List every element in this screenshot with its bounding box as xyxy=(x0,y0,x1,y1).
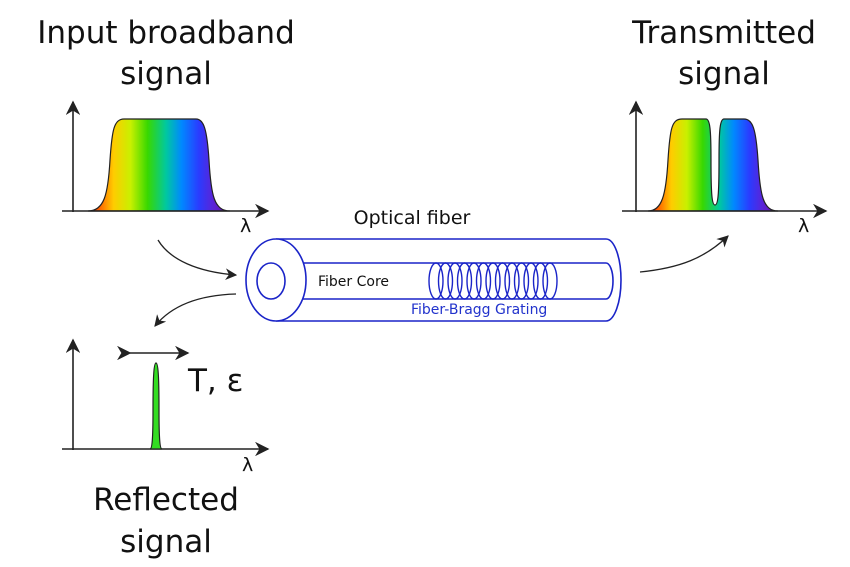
fiber-cladding xyxy=(276,238,622,322)
grating-ring xyxy=(466,262,482,300)
grating-ring xyxy=(475,262,492,300)
input-title-line2: signal xyxy=(120,56,212,92)
grating-ring xyxy=(428,262,444,300)
grating-ring xyxy=(504,262,520,300)
transmitted-axis-lambda: λ xyxy=(798,215,809,237)
fiber-core xyxy=(271,262,614,300)
input-title-line1: Input broadband xyxy=(37,15,295,51)
grating-ring xyxy=(437,262,454,300)
shift-label: T, ε xyxy=(187,363,243,399)
reflected-title-line2: signal xyxy=(120,524,212,560)
grating-ring xyxy=(494,262,511,300)
transmitted-flow-arrow xyxy=(639,235,729,273)
fiber-core-label: Fiber Core xyxy=(318,274,389,290)
bragg-grating xyxy=(428,262,558,300)
grating-ring xyxy=(523,262,539,300)
grating-ring xyxy=(542,262,558,300)
fiber-core-end-face xyxy=(256,262,286,300)
transmitted-signal-panel: Transmitted signal λ xyxy=(622,15,828,237)
reflected-signal-panel: T, ε λ Reflected signal xyxy=(62,338,270,560)
grating-ring xyxy=(532,262,549,300)
reflected-peak xyxy=(149,362,163,450)
transmitted-spectrum xyxy=(647,118,779,212)
input-flow-arrow xyxy=(157,239,238,281)
input-spectrum xyxy=(87,118,231,212)
fiber-title: Optical fiber xyxy=(354,207,471,229)
input-axis-lambda: λ xyxy=(240,215,251,237)
reflected-axis-lambda: λ xyxy=(242,454,253,476)
grating-ring xyxy=(513,262,530,300)
reflected-flow-arrow xyxy=(154,293,237,327)
input-signal-panel: Input broadband signal λ xyxy=(37,15,295,237)
grating-ring xyxy=(485,262,501,300)
transmitted-title-line2: signal xyxy=(678,56,770,92)
grating-ring xyxy=(456,262,473,300)
fbg-label: Fiber-Bragg Grating xyxy=(411,302,547,318)
transmitted-title-line1: Transmitted xyxy=(631,15,816,51)
grating-ring xyxy=(447,262,463,300)
reflected-title-line1: Reflected xyxy=(93,482,239,518)
optical-fiber: Optical fiber Fiber Core Fiber-Bragg Gra… xyxy=(245,207,622,322)
